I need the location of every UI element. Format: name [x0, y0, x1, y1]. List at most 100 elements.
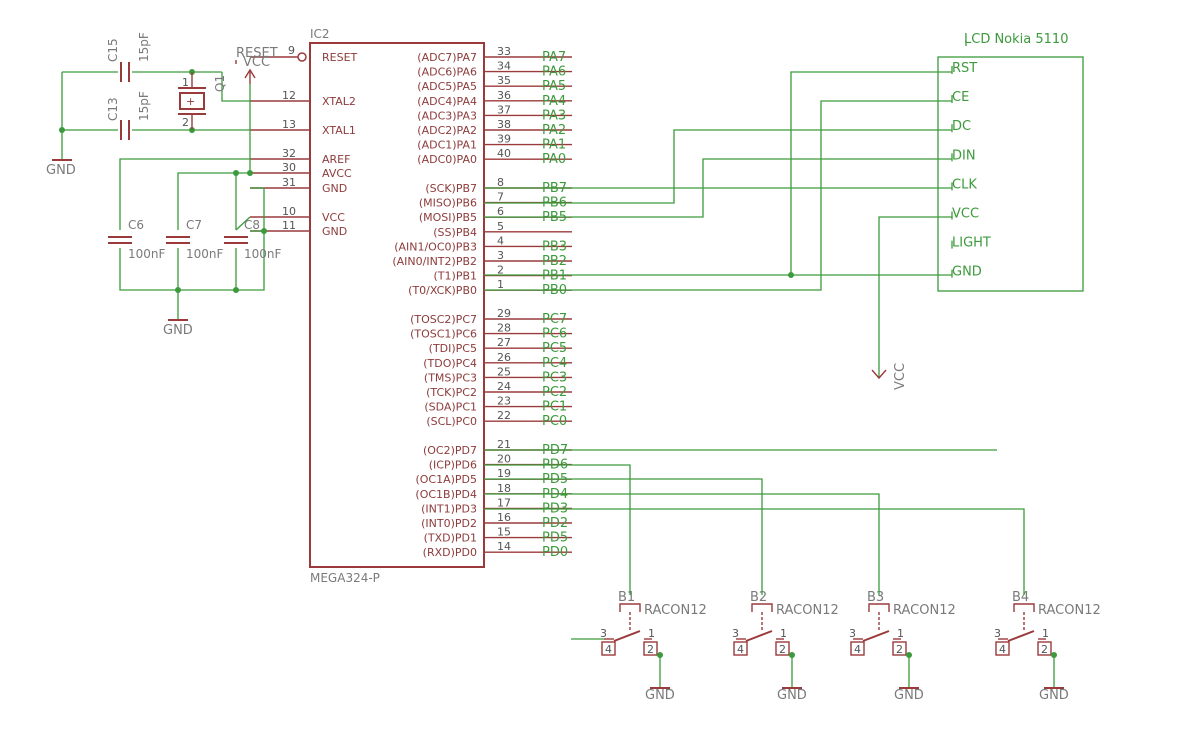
- net-label-port-a-3: PA4: [542, 94, 566, 109]
- button-pin-box-2: [892, 641, 907, 656]
- net-label-port-a-1: PA6: [542, 65, 566, 80]
- vcc-symbol-lcd: VCC: [871, 363, 908, 390]
- net-label-port-b-4: PB3: [542, 239, 567, 254]
- gnd-symbol-crystal: GND: [46, 159, 76, 178]
- lcd-pin-light: LIGHT: [952, 236, 991, 251]
- button-part: RACON12: [1038, 603, 1101, 618]
- pin-number-30: 30: [282, 161, 296, 174]
- net-label-port-c-2: PC5: [542, 341, 567, 356]
- pin-label-xtal2: XTAL2: [322, 95, 356, 108]
- button-contact: [613, 630, 641, 642]
- pin-number-port-d-7: 14: [497, 540, 511, 553]
- svg-text:GND: GND: [163, 323, 193, 338]
- lcd-pin-ce: CE: [952, 90, 969, 105]
- button-pin-4: 4: [737, 643, 744, 656]
- pin-function-port-b-3: (SS)PB4: [433, 226, 477, 239]
- button-pin-3: 3: [849, 627, 856, 640]
- pin-function-port-c-3: (TDO)PC4: [423, 357, 477, 370]
- pin-function-port-d-2: (OC1A)PD5: [415, 473, 477, 486]
- pin-function-port-b-6: (T1)PB1: [434, 270, 477, 283]
- pin-label-vcc: VCC: [322, 211, 345, 224]
- svg-text:GND: GND: [46, 163, 76, 178]
- lcd-title: LCD Nokia 5110: [964, 32, 1068, 47]
- lcd-pin-vcc: VCC: [952, 207, 979, 222]
- pin-function-port-a-4: (ADC3)PA3: [417, 109, 477, 122]
- pin-number-port-c-0: 29: [497, 307, 511, 320]
- pin-number-port-a-3: 36: [497, 89, 511, 102]
- button-name: B2: [750, 590, 767, 605]
- pin-number-port-d-1: 20: [497, 453, 511, 466]
- net-label-port-a-6: PA1: [542, 138, 566, 153]
- pin-number-port-a-5: 38: [497, 118, 511, 131]
- pin-function-port-d-5: (INT0)PD2: [421, 517, 477, 530]
- pin-function-port-a-3: (ADC4)PA4: [417, 95, 477, 108]
- capacitor-c8: C8 100nF: [224, 218, 282, 261]
- button-contact: [745, 630, 773, 642]
- pin-number-port-b-6: 2: [497, 264, 504, 277]
- microcontroller-ic: IC2 MEGA324-P RESET RESET 9 XTAL2 XTAL1 …: [236, 27, 572, 585]
- net-label-port-c-7: PC0: [542, 414, 567, 429]
- reset-inversion-bubble: [297, 52, 307, 62]
- pin-label-avcc: AVCC: [322, 167, 352, 180]
- net-label-port-b-6: PB1: [542, 269, 567, 284]
- lcd-body: [937, 56, 1084, 292]
- pin-label-gnd-31: GND: [322, 182, 347, 195]
- pin-function-port-d-4: (INT1)PD3: [421, 502, 477, 515]
- lcd-wiring: VCC: [484, 71, 997, 451]
- button-pin-2: 2: [1041, 643, 1048, 656]
- svg-text:VCC: VCC: [243, 55, 270, 70]
- pin-number-port-c-3: 26: [497, 351, 511, 364]
- pin-number-port-b-1: 7: [497, 191, 504, 204]
- button-junction: [657, 652, 663, 658]
- net-label-port-c-4: PC3: [542, 370, 567, 385]
- pin-number-port-b-3: 5: [497, 220, 504, 233]
- pin-function-port-a-0: (ADC7)PA7: [417, 51, 477, 64]
- pin-number-port-b-4: 4: [497, 234, 504, 247]
- pin-number-port-c-5: 24: [497, 380, 511, 393]
- button-pin-box-2: [1037, 641, 1052, 656]
- button-wiring: [484, 464, 1025, 640]
- c15-name: C15: [106, 38, 120, 62]
- button-contact: [1007, 630, 1035, 642]
- pin-function-port-c-0: (TOSC2)PC7: [410, 313, 477, 326]
- q1-pin-1: 1: [182, 76, 189, 89]
- button-actuator: [619, 603, 641, 612]
- button-pin-1: 1: [1042, 627, 1049, 640]
- pin-function-port-b-5: (AIN0/INT2)PB2: [392, 255, 477, 268]
- pin-function-port-d-6: (TXD)PD1: [424, 532, 477, 545]
- pin-label-gnd-11: GND: [322, 225, 347, 238]
- button-contact: [862, 630, 890, 642]
- svg-text:100nF: 100nF: [186, 247, 224, 261]
- net-label-port-b-5: PB2: [542, 254, 567, 269]
- button-name: B3: [867, 590, 884, 605]
- net-label-port-d-6: PD5: [542, 531, 568, 546]
- pin-number-port-b-5: 3: [497, 249, 504, 262]
- pin-function-port-d-0: (OC2)PD7: [423, 444, 477, 457]
- pin-function-port-d-7: (RXD)PD0: [423, 546, 477, 559]
- net-label-port-c-1: PC6: [542, 327, 567, 342]
- button-pin-1: 1: [780, 627, 787, 640]
- button-part: RACON12: [893, 603, 956, 618]
- q1-pin-2: 2: [182, 116, 189, 129]
- c13-value: 15pF: [137, 91, 151, 121]
- pin-number-port-d-0: 21: [497, 438, 511, 451]
- button-pin-box-2: [775, 641, 790, 656]
- net-label-port-a-4: PA3: [542, 108, 566, 123]
- lcd-pin-clk: CLK: [952, 177, 977, 192]
- button-pin-box-4: [850, 641, 865, 656]
- net-label-port-d-7: PD0: [542, 545, 568, 560]
- lcd-pin-rst: RST: [952, 61, 977, 76]
- button-gnd-label: GND: [645, 688, 675, 703]
- button-name: B4: [1012, 590, 1029, 605]
- button-actuator: [868, 603, 890, 612]
- lcd-pin-gnd: GND: [952, 265, 982, 280]
- pin-number-port-d-4: 17: [497, 496, 511, 509]
- svg-text:100nF: 100nF: [128, 247, 166, 261]
- pin-number-port-c-1: 28: [497, 322, 511, 335]
